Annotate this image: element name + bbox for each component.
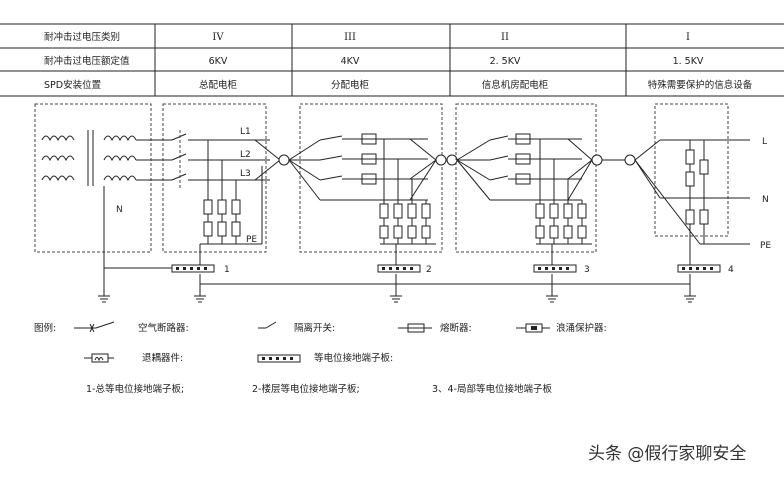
legend: 图例: 空气断路器: 隔离开关: 熔断器: 浪涌保护器: (34, 321, 607, 395)
air-breaker-icon (171, 130, 187, 188)
terminal-number-2: 2 (426, 265, 432, 275)
terminal-number-4: 4 (728, 265, 734, 275)
fuse-icon (361, 133, 377, 185)
terminal-board-legend-icon (257, 354, 301, 363)
rated-2-5kv: 2. 5KV (490, 56, 521, 67)
isolation-switch-icon (489, 135, 509, 181)
legend-note-3: 3、4-局部等电位接地端子板 (432, 383, 553, 395)
fuse-icon (515, 133, 531, 185)
spd-category-table: 耐冲击过电压类别 耐冲击过电压额定值 SPD安装位置 IV III II I 6… (0, 23, 784, 97)
decoupler-legend-icon (84, 353, 114, 363)
cable-junction-2 (435, 154, 458, 166)
phase-l2-label: L2 (240, 150, 251, 160)
category-i: I (686, 32, 690, 43)
isolation-switch-legend-icon (258, 321, 277, 329)
output-l-label: L (762, 137, 767, 147)
surge-protector-legend-icon (516, 323, 550, 333)
legend-isolation-switch: 隔离开关: (294, 322, 335, 334)
cable-junction-3 (591, 154, 636, 166)
terminal-number-3: 3 (584, 265, 590, 275)
watermark: 头条 @假行家聊安全 (588, 444, 746, 464)
terminal-board-2 (377, 264, 421, 273)
category-ii: II (501, 32, 509, 43)
output-n-label: N (762, 195, 769, 205)
transformer-block: N (34, 103, 152, 268)
isolation-switch-icon (319, 135, 343, 181)
rated-1-5kv: 1. 5KV (673, 56, 704, 67)
terminal-board-4 (677, 264, 721, 273)
location-main-panel: 总配电柜 (199, 79, 238, 91)
sub-distribution-panel (288, 103, 443, 268)
terminal-board-3 (533, 264, 577, 273)
location-special-device: 特殊需要保护的信息设备 (648, 79, 753, 91)
legend-note-1: 1-总等电位接地端子板; (86, 383, 184, 395)
category-iv: IV (212, 32, 224, 43)
legend-air-breaker: 空气断路器: (138, 322, 189, 334)
surge-protector-icon (685, 140, 709, 244)
row-header-rated-value: 耐冲击过电压额定值 (44, 55, 130, 67)
location-sub-panel: 分配电柜 (331, 79, 370, 91)
it-room-panel (455, 103, 597, 268)
cable-junction-1 (278, 154, 290, 166)
surge-protector-icon (535, 139, 592, 245)
ground-bus: 1 2 3 4 (98, 264, 734, 303)
row-header-install-location: SPD安装位置 (44, 79, 101, 91)
rated-6kv: 6KV (209, 56, 228, 67)
legend-decoupler: 退耦器件: (142, 352, 183, 364)
fuse-legend-icon (398, 323, 432, 333)
legend-surge-protector: 浪涌保护器: (556, 322, 607, 334)
legend-fuse: 熔断器: (440, 322, 472, 334)
pe-label-main: PE (246, 235, 257, 245)
rated-4kv: 4KV (341, 56, 360, 67)
row-header-category: 耐冲击过电压类别 (44, 31, 120, 43)
neutral-label-source: N (116, 205, 123, 215)
phase-l3-label: L3 (240, 169, 251, 179)
main-distribution-panel: L1 L2 L3 PE (136, 103, 281, 268)
legend-note-2: 2-楼层等电位接地端子板; (252, 383, 360, 395)
special-device-panel: L N PE (634, 103, 771, 268)
transformer-coils-icon (41, 130, 137, 186)
output-pe-label: PE (760, 241, 771, 251)
legend-terminal-board: 等电位接地端子板: (314, 352, 393, 364)
terminal-number-1: 1 (224, 265, 230, 275)
air-breaker-legend-icon (74, 321, 115, 333)
terminal-board-1 (171, 264, 215, 273)
category-iii: III (344, 32, 356, 43)
surge-protector-icon (379, 139, 436, 245)
legend-title: 图例: (34, 322, 56, 334)
location-it-room-panel: 信息机房配电柜 (482, 79, 549, 91)
surge-protector-icon (200, 140, 262, 245)
phase-l1-label: L1 (240, 127, 251, 137)
